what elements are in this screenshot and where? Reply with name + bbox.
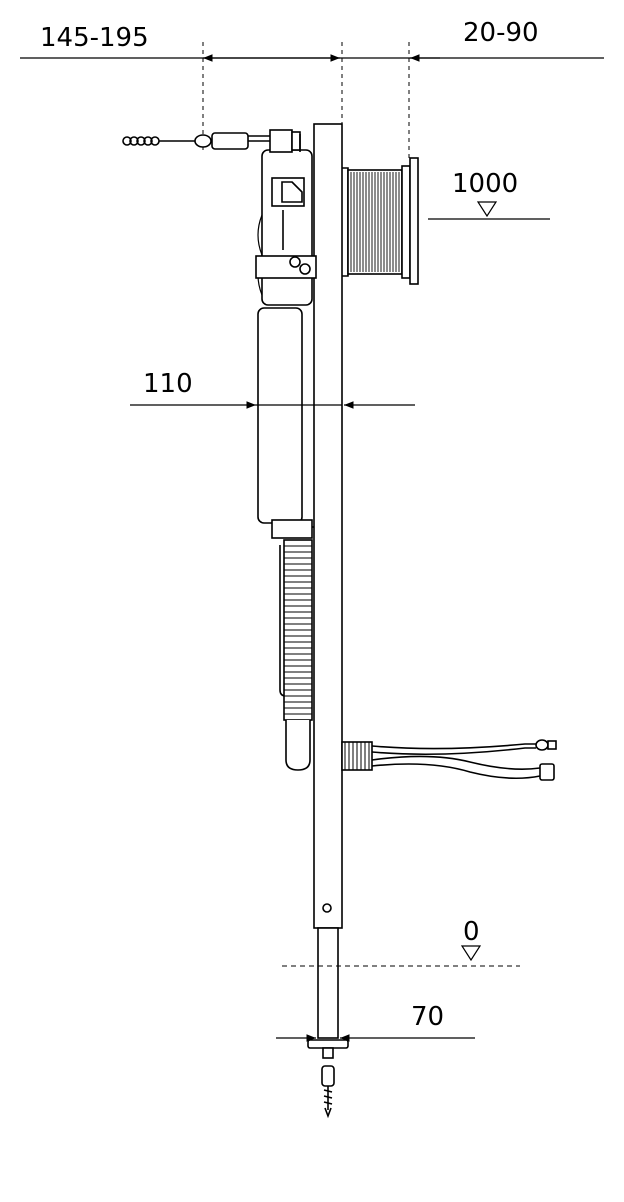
label-1000: 1000: [452, 169, 518, 199]
label-0: 0: [463, 917, 480, 947]
level-marker-1000: [428, 201, 550, 220]
label-110: 110: [143, 369, 193, 399]
flush-plate-box: [342, 157, 419, 285]
label-70: 70: [411, 1002, 444, 1032]
floor-level-0: [282, 945, 520, 967]
actuator-cable: [122, 129, 301, 153]
supply-hoses: [341, 739, 557, 781]
label-20-90: 20-90: [463, 18, 539, 48]
top-dimension-line: [20, 42, 604, 160]
flush-pipe: [279, 539, 313, 771]
label-145-195: 145-195: [40, 23, 149, 53]
cistern: [255, 149, 317, 539]
frame-post: [307, 123, 349, 1119]
